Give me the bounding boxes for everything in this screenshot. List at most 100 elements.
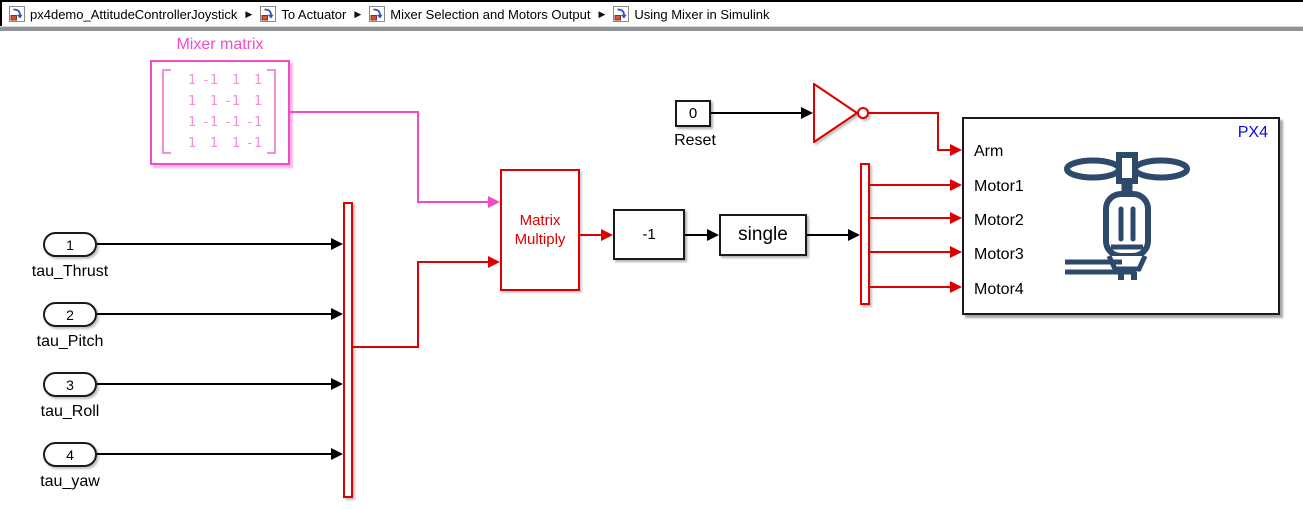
toolbar-divider <box>0 26 1303 31</box>
inport-3-label: tau_Roll <box>40 403 100 420</box>
matrix-multiply-label-line1: Matrix <box>519 212 561 229</box>
matrix-cell: -1 <box>245 135 262 151</box>
matrix-cell: -1 <box>201 114 218 130</box>
wire-motor3[interactable] <box>870 251 950 253</box>
wire-reset-to-not[interactable] <box>711 112 801 114</box>
matrix-cell: 1 <box>187 135 196 151</box>
inport-4-label: tau_yaw <box>40 473 100 490</box>
matrix-left-bracket <box>162 69 171 154</box>
reset-constant-block[interactable]: 0 <box>675 100 711 127</box>
matrix-cell: 1 <box>187 114 196 130</box>
breadcrumb-label: Using Mixer in Simulink <box>634 6 770 22</box>
wire-arrowhead[interactable] <box>488 196 500 208</box>
px4-port-motor2: Motor2 <box>974 212 1024 229</box>
subsystem-icon <box>369 6 386 22</box>
inport-number: 3 <box>66 376 74 393</box>
inport-2-label: tau_Pitch <box>36 333 104 350</box>
matrix-cell: 1 <box>209 135 218 151</box>
wire-mixer-to-multiply[interactable] <box>417 201 488 203</box>
px4-port-arm: Arm <box>974 143 1004 160</box>
wire-arrowhead[interactable] <box>950 179 962 191</box>
matrix-cell: -1 <box>223 114 240 130</box>
wire-motor4[interactable] <box>870 286 950 288</box>
breadcrumb-separator-icon: ▶ <box>354 8 362 19</box>
inport-number: 2 <box>66 306 74 323</box>
inport-2-tau-pitch[interactable]: 2 <box>43 302 97 327</box>
rotor-motor-icon <box>1064 152 1190 280</box>
gain-value: -1 <box>642 226 656 243</box>
gain-block[interactable]: -1 <box>613 209 685 260</box>
matrix-cell: -1 <box>223 93 240 109</box>
wire-arrowhead[interactable] <box>707 229 719 241</box>
mixer-matrix-block[interactable]: 1 -1 1 1 1 1 -1 1 1 -1 -1 -1 1 1 1 -1 <box>150 60 290 165</box>
matrix-values: 1 -1 1 1 1 1 -1 1 1 -1 -1 -1 1 1 1 -1 <box>174 72 262 152</box>
wire-motor1[interactable] <box>870 184 950 186</box>
wire-arrowhead[interactable] <box>950 212 962 224</box>
px4-block[interactable]: PX4 Arm Motor1 Motor2 Motor3 Motor4 <box>962 117 1280 315</box>
wire-motor2[interactable] <box>870 217 950 219</box>
matrix-cell: -1 <box>201 72 218 88</box>
wire-convert-to-demux[interactable] <box>807 234 849 236</box>
subsystem-icon <box>9 6 25 22</box>
matrix-right-bracket <box>267 69 276 154</box>
wire-tau-pitch[interactable] <box>97 313 331 315</box>
breadcrumb-label: To Actuator <box>281 6 347 22</box>
mixer-matrix-label: Mixer matrix <box>176 36 264 53</box>
breadcrumb-item-using-mixer[interactable]: Using Mixer in Simulink <box>613 6 769 22</box>
conversion-type: single <box>738 224 788 245</box>
breadcrumb-item-mixer-selection[interactable]: Mixer Selection and Motors Output <box>369 6 590 22</box>
px4-port-motor3: Motor3 <box>974 246 1024 263</box>
mux-block[interactable] <box>343 202 353 498</box>
breadcrumb-separator-icon: ▶ <box>598 8 606 19</box>
wire-tau-roll[interactable] <box>97 383 331 385</box>
wire-arrowhead[interactable] <box>801 107 813 119</box>
matrix-cell: 1 <box>187 93 196 109</box>
matrix-cell: 1 <box>231 72 240 88</box>
wire-arrowhead[interactable] <box>331 378 343 390</box>
wire-tau-thrust[interactable] <box>97 243 331 245</box>
wire-not-to-arm[interactable] <box>937 149 950 151</box>
breadcrumb-label: Mixer Selection and Motors Output <box>390 6 591 22</box>
matrix-cell: 1 <box>253 72 262 88</box>
wire-arrowhead[interactable] <box>950 281 962 293</box>
wire-multiply-to-gain[interactable] <box>580 234 602 236</box>
data-type-conversion-block[interactable]: single <box>719 214 807 256</box>
breadcrumb-separator-icon: ▶ <box>245 8 253 19</box>
wire-mux-to-multiply[interactable] <box>417 261 419 348</box>
not-gate-block[interactable] <box>813 83 871 143</box>
breadcrumb-item-to-actuator[interactable]: To Actuator <box>260 6 346 22</box>
wire-mux-to-multiply[interactable] <box>417 261 488 263</box>
inport-4-tau-yaw[interactable]: 4 <box>43 442 97 467</box>
px4-port-motor4: Motor4 <box>974 281 1024 298</box>
wire-mux-to-multiply[interactable] <box>353 346 419 348</box>
wire-arrowhead[interactable] <box>950 144 962 156</box>
matrix-multiply-block[interactable]: Matrix Multiply <box>500 169 580 291</box>
wire-arrowhead[interactable] <box>848 229 860 241</box>
wire-arrowhead[interactable] <box>950 246 962 258</box>
breadcrumb-item-model-root[interactable]: px4demo_AttitudeControllerJoystick <box>9 6 237 22</box>
wire-arrowhead[interactable] <box>331 238 343 250</box>
wire-mixer-to-multiply[interactable] <box>290 111 418 113</box>
wire-gain-to-convert[interactable] <box>685 234 708 236</box>
wire-arrowhead[interactable] <box>331 448 343 460</box>
inport-number: 4 <box>66 446 74 463</box>
wire-arrowhead[interactable] <box>331 308 343 320</box>
breadcrumb-label: px4demo_AttitudeControllerJoystick <box>30 6 238 22</box>
inport-1-label: tau_Thrust <box>31 263 109 280</box>
wire-tau-yaw[interactable] <box>97 453 331 455</box>
inport-3-tau-roll[interactable]: 3 <box>43 372 97 397</box>
matrix-cell: 1 <box>253 93 262 109</box>
matrix-cell: 1 <box>187 72 196 88</box>
px4-title: PX4 <box>1237 124 1268 141</box>
wire-arrowhead[interactable] <box>488 256 500 268</box>
inport-1-tau-thrust[interactable]: 1 <box>43 232 97 257</box>
subsystem-icon <box>260 6 277 22</box>
wire-not-to-arm[interactable] <box>937 112 939 151</box>
wire-arrowhead[interactable] <box>601 229 613 241</box>
inport-number: 1 <box>66 236 74 253</box>
matrix-cell: 1 <box>209 93 218 109</box>
wire-mixer-to-multiply[interactable] <box>417 111 419 203</box>
demux-block[interactable] <box>860 163 870 305</box>
wire-not-to-arm[interactable] <box>868 112 939 114</box>
